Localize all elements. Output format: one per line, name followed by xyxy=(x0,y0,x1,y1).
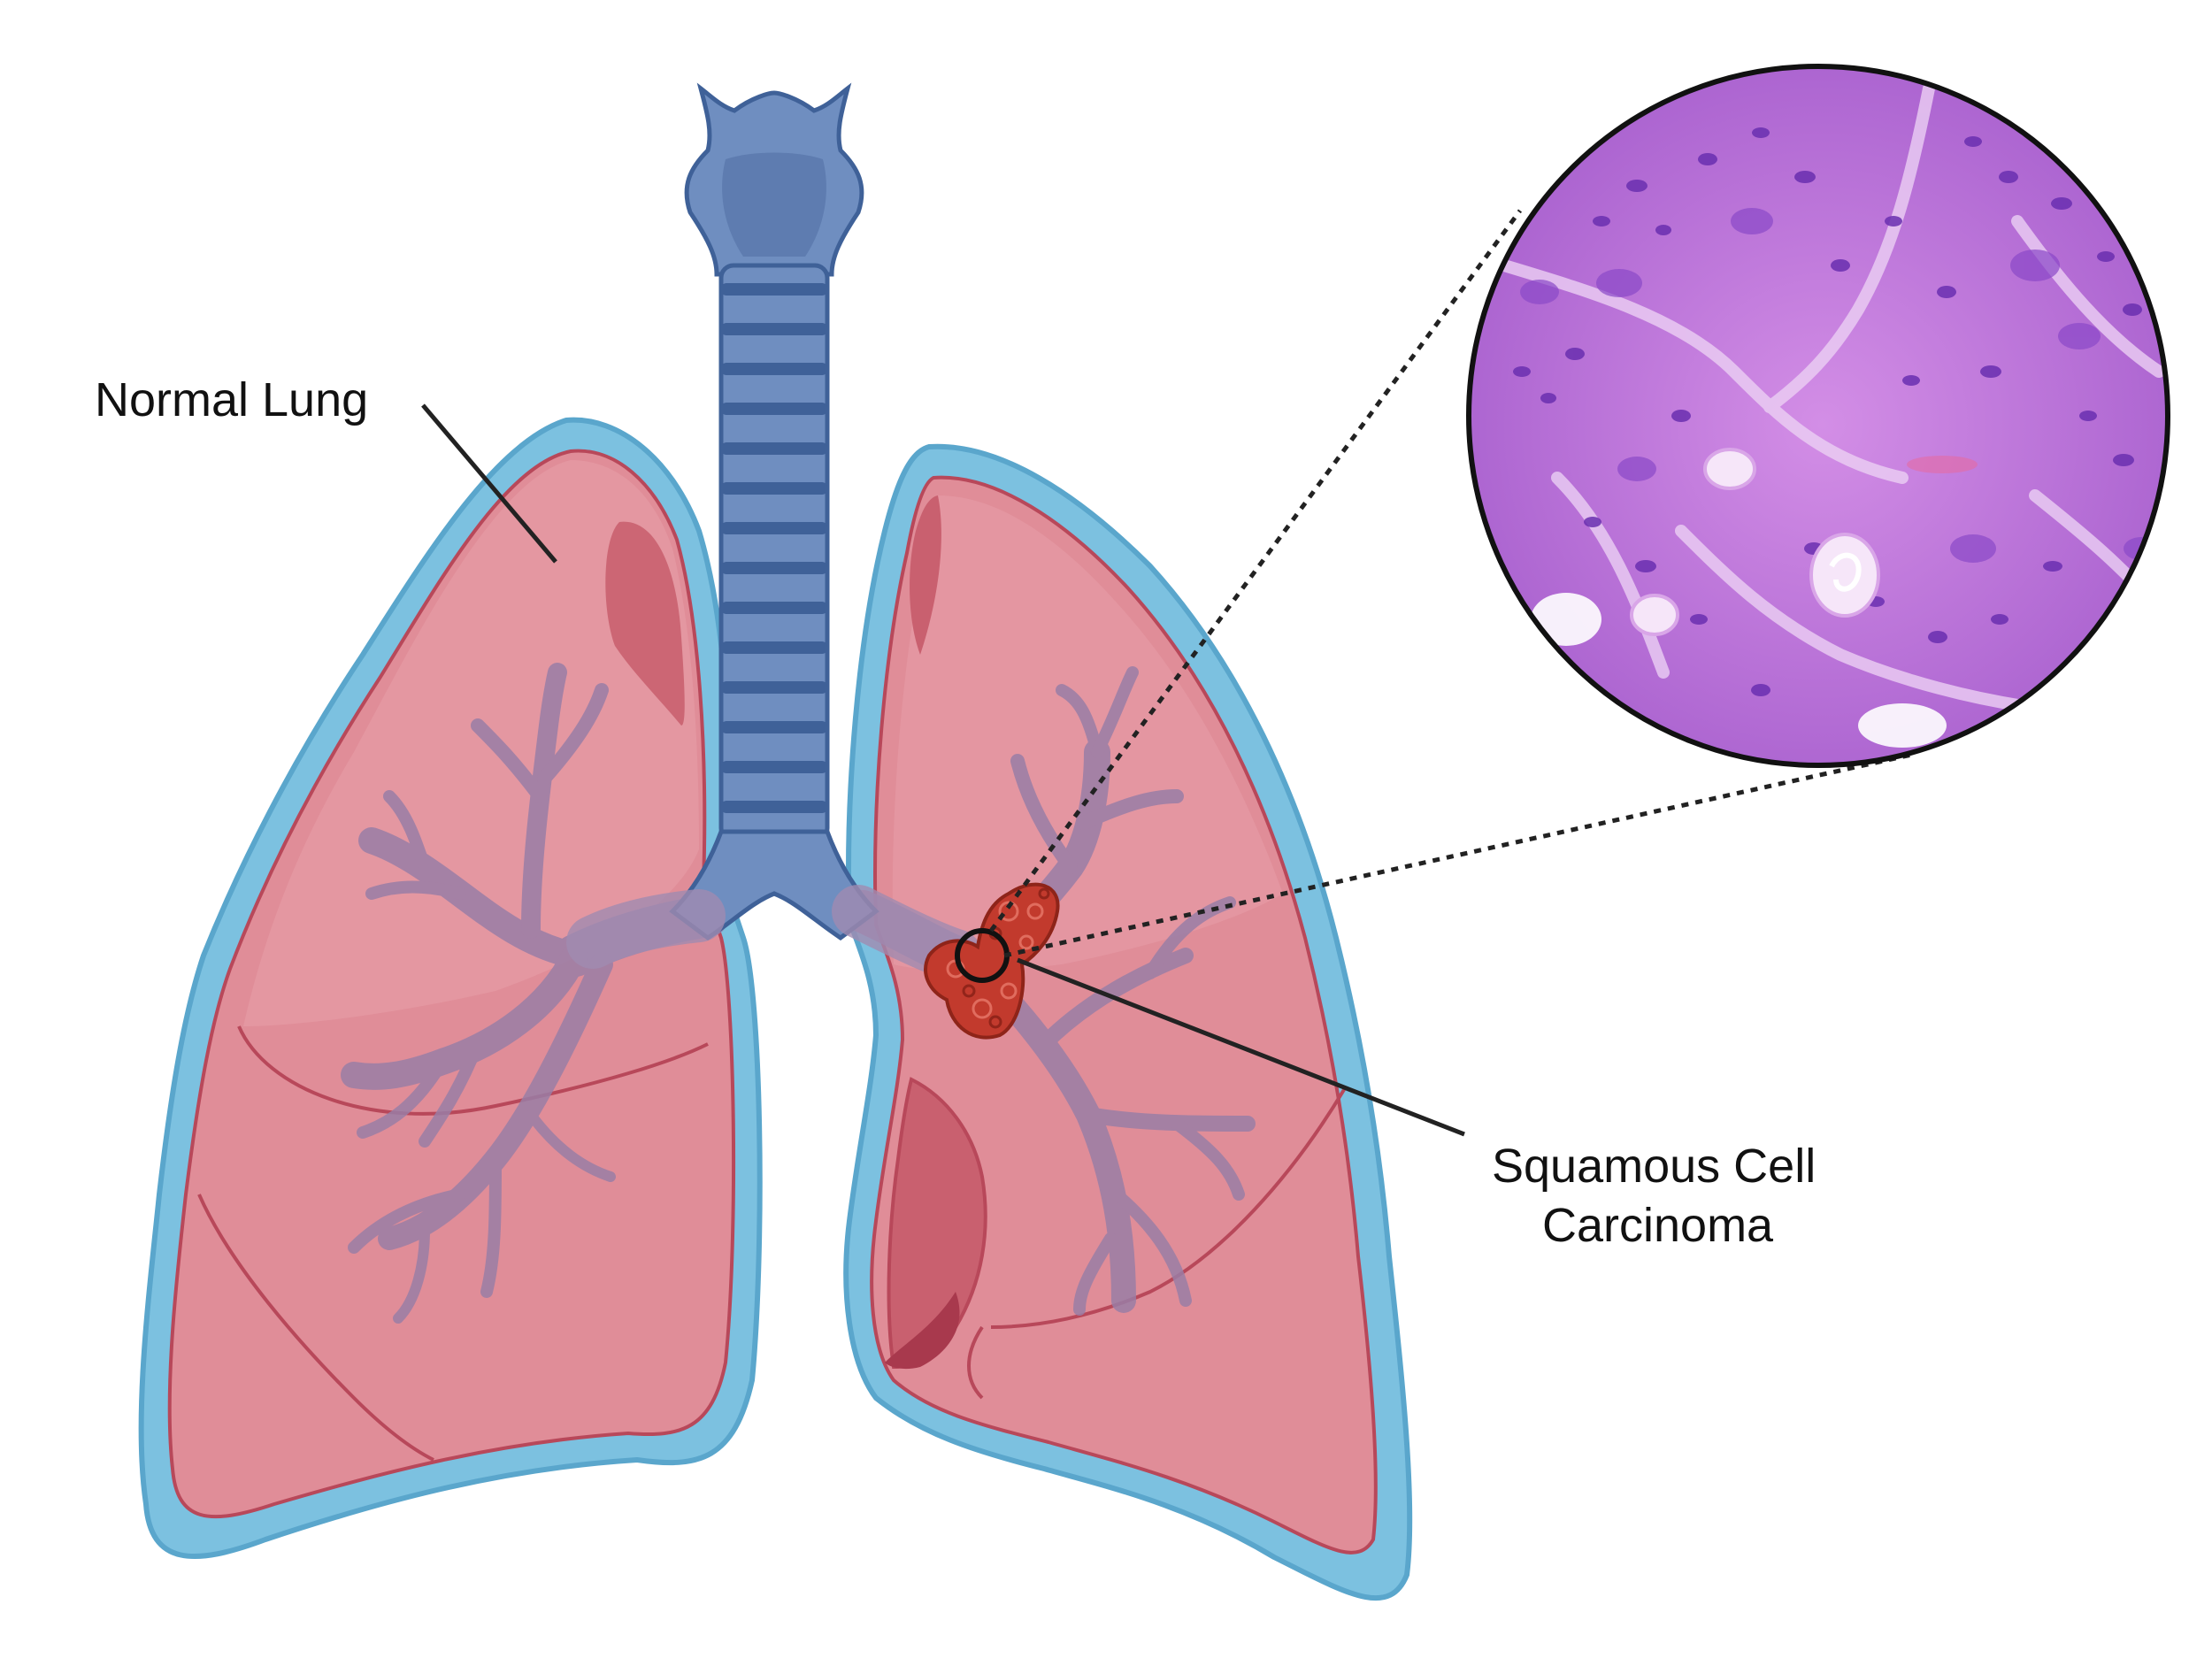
normal-lung-leader xyxy=(421,403,557,564)
keratin-pearl xyxy=(1809,533,1880,618)
trachea-tube xyxy=(718,263,830,843)
left-lung xyxy=(138,417,763,1560)
carcinoma-label-line2: Carcinoma xyxy=(1542,1199,1774,1252)
trachea-rings xyxy=(721,283,827,813)
trachea xyxy=(566,82,982,982)
left-fissure-1 xyxy=(237,1025,709,1116)
right-fissure-1 xyxy=(990,1086,1347,1329)
normal-lung-label: Normal Lung xyxy=(95,373,368,426)
right-fissure-2 xyxy=(967,1325,984,1400)
right-lung xyxy=(841,443,1413,1601)
histology-circle-border xyxy=(1466,64,2170,768)
carcinoma-label-line1: Squamous Cell xyxy=(1492,1140,1816,1193)
histology-magnifier xyxy=(1466,64,2170,768)
larynx-shadow xyxy=(722,152,826,257)
left-upper-lobe xyxy=(243,460,699,1026)
tumor-mass xyxy=(924,882,1060,1040)
right-lung-fold-top xyxy=(910,495,941,655)
left-fissure-2 xyxy=(197,1194,434,1462)
left-lung-fold xyxy=(605,521,685,726)
right-cardiac-notch-shadow xyxy=(885,1292,960,1370)
left-main-bronchus xyxy=(566,889,726,969)
carcinoma-leader xyxy=(1017,957,1465,1137)
